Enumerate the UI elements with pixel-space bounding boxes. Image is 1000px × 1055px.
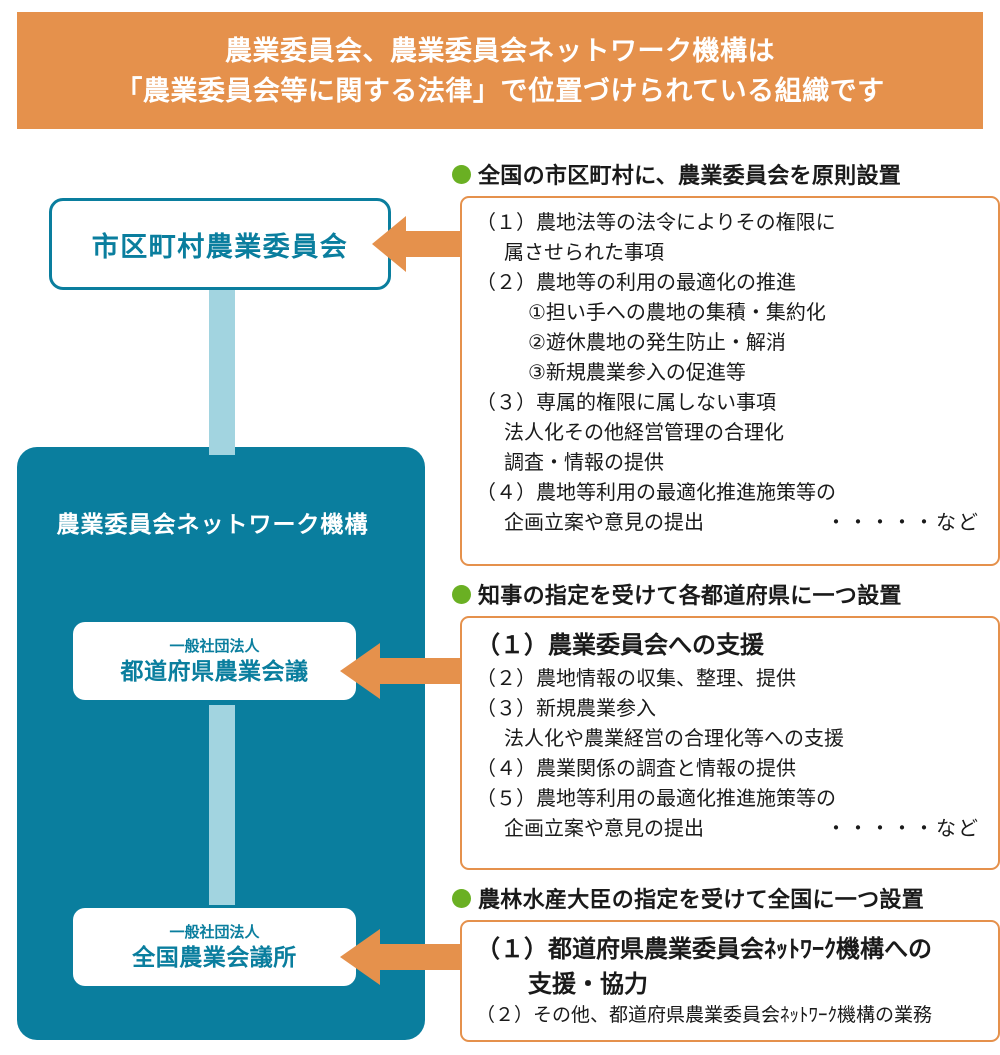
- org-box-municipal-committee-label: 市区町村農業委員会: [91, 231, 349, 262]
- info-box-prefectural-council: （１）農業委員会への支援 （２）農地情報の収集、整理、提供 （３）新規農業参入 …: [460, 616, 1000, 870]
- list-item: （２）その他、都道府県農業委員会ﾈｯﾄﾜｰｸ機構の業務: [476, 1005, 933, 1026]
- info-box-national-chamber: （１）都道府県農業委員会ﾈｯﾄﾜｰｸ機構への 支援・協力 （２）その他、都道府県…: [460, 920, 1000, 1042]
- details-column: 全国の市区町村に、農業委員会を原則設置 （１）農地法等の法令によりその権限に 属…: [452, 0, 1000, 1055]
- info-box-municipal-committee: （１）農地法等の法令によりその権限に 属させられた事項 （２）農地等の利用の最適…: [460, 196, 1000, 566]
- list-item-with-etc: 企画立案や意見の提出 ・・・・・など: [476, 508, 984, 538]
- list-item: 属させられた事項: [504, 242, 664, 264]
- section-heading-2-text: 知事の指定を受けて各都道府県に一つ設置: [478, 583, 902, 608]
- org-chart-column: 農業委員会ネットワーク機構 市区町村農業委員会 一般社団法人 都道府県農業会議 …: [0, 0, 470, 1055]
- list-item: 法人化その他経営管理の合理化: [504, 422, 784, 444]
- section-heading-3: 農林水産大臣の指定を受けて全国に一つ設置: [452, 882, 924, 914]
- left-arrow-icon-3: [340, 929, 470, 985]
- etc-label: ・・・・・など: [826, 818, 980, 840]
- etc-label: ・・・・・など: [826, 512, 980, 534]
- list-item: ①担い手への農地の集積・集約化: [528, 302, 826, 324]
- org-box-national-chamber-label: 全国農業会議所: [132, 944, 297, 970]
- list-item: （１）農地法等の法令によりその権限に: [476, 212, 836, 234]
- org-box-prefectural-council-label: 都道府県農業会議: [120, 658, 309, 684]
- section-heading-1-text: 全国の市区町村に、農業委員会を原則設置: [478, 163, 902, 188]
- list-item: （２）農地等の利用の最適化の推進: [476, 272, 796, 294]
- list-item: （３）新規農業参入: [476, 698, 656, 720]
- list-item: （４）農地等利用の最適化推進施策等の: [476, 482, 836, 504]
- section-heading-3-text: 農林水産大臣の指定を受けて全国に一つ設置: [478, 887, 925, 912]
- network-organization-label: 農業委員会ネットワーク機構: [56, 511, 369, 537]
- org-box-prefectural-council[interactable]: 一般社団法人 都道府県農業会議: [73, 622, 356, 700]
- bullet-circle-icon: [452, 584, 471, 604]
- list-item: （２）農地情報の収集、整理、提供: [476, 668, 796, 690]
- connector-bar-top: [209, 285, 235, 455]
- list-item: 調査・情報の提供: [504, 452, 664, 474]
- org-box-prefectural-council-sublabel: 一般社団法人: [169, 638, 260, 655]
- list-item-text: 企画立案や意見の提出: [504, 512, 704, 534]
- header-banner: 農業委員会、農業委員会ネットワーク機構は 「農業委員会等に関する法律」で位置づけ…: [17, 12, 983, 129]
- list-item: （３）専属的権限に属しない事項: [476, 392, 776, 414]
- list-item-emphasis: （１）都道府県農業委員会ﾈｯﾄﾜｰｸ機構への: [476, 936, 932, 963]
- list-item: ③新規農業参入の促進等: [528, 362, 746, 384]
- bullet-circle-icon: [452, 888, 471, 908]
- org-box-national-chamber[interactable]: 一般社団法人 全国農業会議所: [73, 908, 356, 986]
- list-item-emphasis: （１）農業委員会への支援: [476, 632, 764, 659]
- bullet-circle-icon: [452, 164, 471, 184]
- list-item-emphasis: 支援・協力: [528, 971, 648, 998]
- section-heading-2: 知事の指定を受けて各都道府県に一つ設置: [452, 578, 902, 610]
- left-arrow-icon-1: [372, 216, 470, 272]
- org-box-municipal-committee[interactable]: 市区町村農業委員会: [49, 198, 391, 290]
- org-box-national-chamber-sublabel: 一般社団法人: [169, 924, 260, 941]
- header-title-line-1: 農業委員会、農業委員会ネットワーク機構は: [225, 35, 775, 66]
- list-item: （５）農地等利用の最適化推進施策等の: [476, 788, 836, 810]
- list-item: ②遊休農地の発生防止・解消: [528, 332, 786, 354]
- list-item-with-etc: 企画立案や意見の提出 ・・・・・など: [476, 814, 984, 844]
- list-item: 法人化や農業経営の合理化等への支援: [504, 728, 844, 750]
- list-item-text: 企画立案や意見の提出: [504, 818, 704, 840]
- list-item: （４）農業関係の調査と情報の提供: [476, 758, 796, 780]
- section-heading-1: 全国の市区町村に、農業委員会を原則設置: [452, 158, 901, 190]
- connector-bar-bottom: [209, 705, 235, 905]
- left-arrow-icon-2: [340, 643, 470, 699]
- header-title-line-2: 「農業委員会等に関する法律」で位置づけられている組織です: [115, 75, 885, 106]
